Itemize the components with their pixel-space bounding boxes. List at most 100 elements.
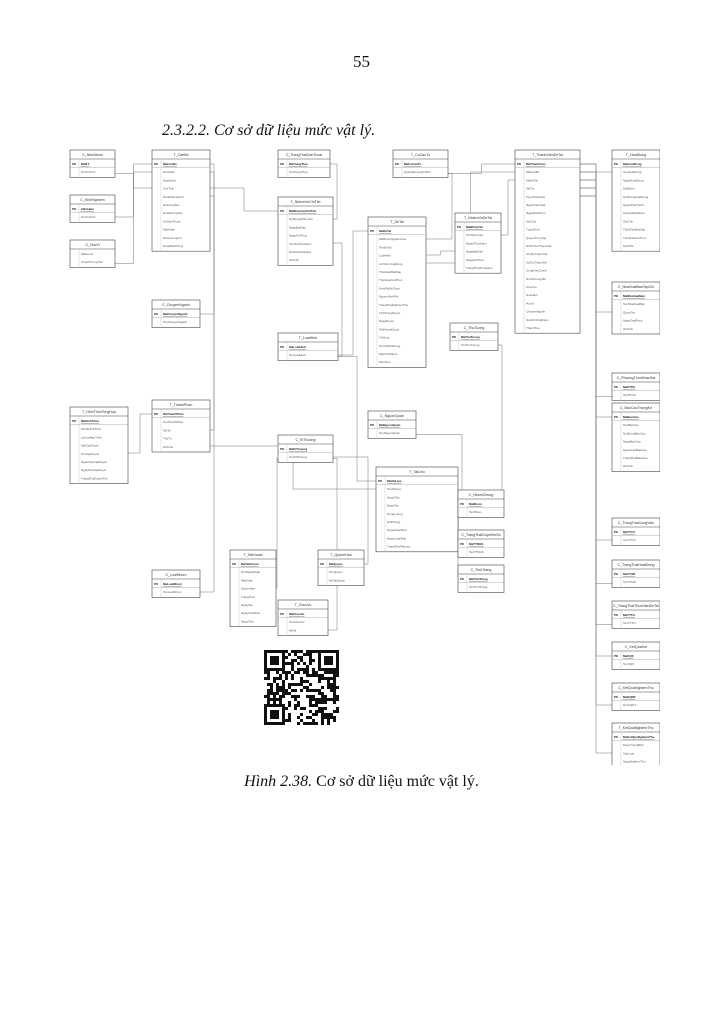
pk-marker: PK [154,412,159,416]
qr-module [309,698,312,701]
qr-module [294,671,297,674]
primary-key-field: MaQuyen [329,562,343,566]
table-field: SoDienThoai [163,219,181,223]
primary-key-field: MaHinhThuc [81,419,99,423]
table-field: QuyenTruyCap [526,236,547,240]
qr-module [309,659,312,662]
table-name: T_LoaiHinh [299,336,317,340]
table-field: DanhGiaKetQua [289,250,311,254]
table-frame [611,641,660,670]
table-frame [611,722,660,765]
qr-module [300,707,303,710]
table-field: DiemTrungBinh [623,743,644,747]
table-field: NguoiLapBaoCao [623,448,647,452]
table-frame [611,517,660,546]
primary-key-field: MaNhiemVuChiTiet [289,209,316,213]
qr-module [270,650,273,653]
qr-module [324,698,327,701]
qr-module [318,650,321,653]
qr-module [276,698,279,701]
relationship-line [276,458,278,589]
relationship-line [501,179,515,236]
qr-module [264,668,267,671]
qr-module [324,677,327,680]
table-field: DiaDiem [623,187,635,191]
table-field: MaCapDuyet [81,444,99,448]
table-field: TenKQX [623,662,634,666]
qr-module [327,659,330,662]
table-field: TenTTHD [623,580,637,584]
table-field: NhomCongVu [163,236,182,240]
table-field: TenNhaXuatBan [623,302,645,306]
qr-module [264,665,267,668]
qr-module [288,719,291,722]
table-name: C_TrangThaiHoatDong [617,563,654,567]
qr-module [309,716,312,719]
qr-module [300,656,303,659]
qr-module [273,656,276,659]
qr-module [336,686,339,689]
table-name: T_TaiLieu [409,470,425,474]
qr-module [315,689,318,692]
qr-module [270,710,273,713]
qr-module [264,695,267,698]
table-field: MatKhau [163,228,175,232]
table-name: T_ChucVu [295,603,312,607]
table-field: ChuoiTruongTen [81,260,103,264]
qr-module [291,677,294,680]
primary-key-field: MaTTDHS [469,542,483,546]
table-field: NoiDungNhiemVu [289,217,313,221]
qr-module [324,716,327,719]
qr-module [333,710,336,713]
qr-module [279,701,282,704]
table-frame [229,549,277,627]
qr-module [285,719,288,722]
table-field: NguoiTao [387,495,400,499]
table-field: NoiDungHoatDong [623,195,649,199]
relationship-line [448,163,515,174]
qr-module [318,698,321,701]
qr-module [315,671,318,674]
qr-module [282,716,285,719]
table-frame [151,149,211,252]
qr-module [333,689,336,692]
qr-module [333,686,336,689]
qr-module [315,710,318,713]
qr-module [303,686,306,689]
qr-module [333,701,336,704]
qr-module [279,704,282,707]
qr-module [279,674,282,677]
table-field: TenTinhTrang [469,585,488,589]
table-field: NguoiPhuTrach [623,203,644,207]
primary-key-field: MaDeTai [379,229,391,233]
table-field: MaChuNhiem [379,352,398,356]
qr-module [291,662,294,665]
qr-module [333,671,336,674]
qr-module [291,665,294,668]
table-name: T_NhiemVuDeTai [464,216,492,220]
relationship-line [115,171,152,264]
table-field: QuangDuongToiThu [404,170,431,174]
pk-marker: PK [280,345,285,349]
table-field: ChucVu [526,285,537,289]
pk-marker: PK [614,385,619,389]
qr-module [294,683,297,686]
primary-key-field: MaThanhVien [526,162,546,166]
qr-module [297,662,300,665]
qr-module [309,695,312,698]
qr-module [321,722,324,725]
table-field: MatKhau [241,578,253,582]
qr-module [336,662,339,665]
qr-module [321,650,324,653]
pk-marker: PK [460,577,465,581]
table-name: C_PhuongThucKhaoSat [617,376,656,380]
qr-module [273,680,276,683]
qr-module [291,683,294,686]
table-field: TrangThaiThucHien [466,266,493,270]
qr-module [276,677,279,680]
qr-module [276,692,279,695]
